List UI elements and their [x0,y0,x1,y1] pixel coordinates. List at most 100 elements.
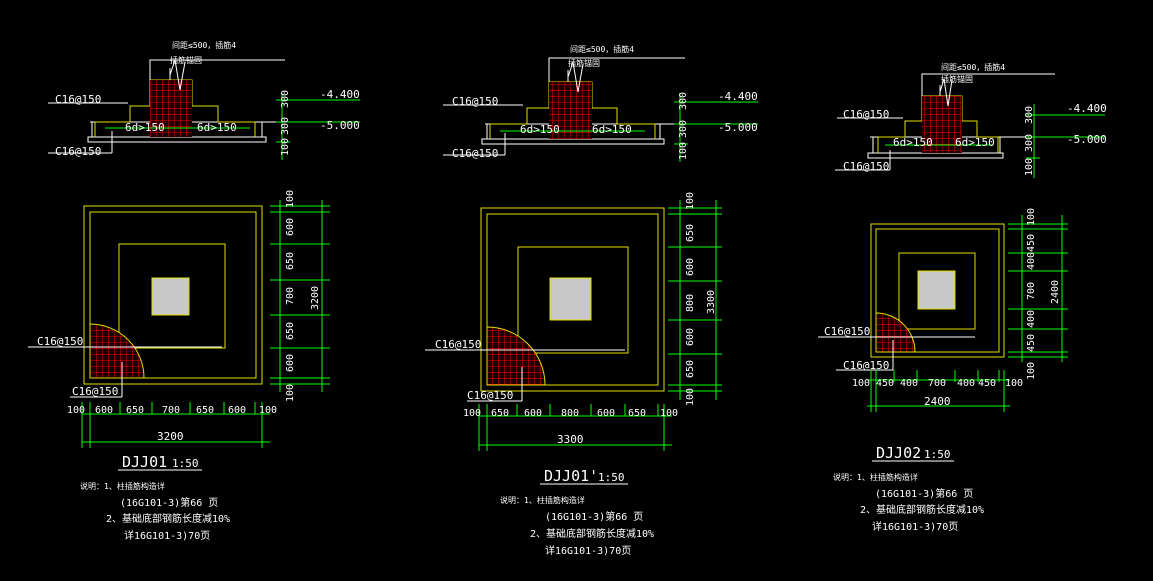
svg-text:1:50: 1:50 [598,471,625,484]
svg-text:800: 800 [561,408,579,419]
svg-text:-5.000: -5.000 [718,121,758,134]
svg-text:100: 100 [685,388,696,406]
svg-text:插筋锚固: 插筋锚固 [941,74,973,84]
section-djj02: 间距≤500，插筋4 插筋锚固 C16@150 C16@150 6d>150 6… [835,62,1107,178]
plan-rebar-hatch [486,326,546,386]
svg-text:400: 400 [1026,252,1037,270]
plan-bottom-dims: 100 600 650 700 650 600 100 [67,405,277,416]
anchor-label-left: 6d>150 [125,121,165,134]
footing-djj01: 间距≤500，插筋4 插筋锚固 C16@150 C16@150 6d>150 6… [28,40,360,542]
svg-text:2400: 2400 [1050,280,1061,304]
svg-text:100: 100 [852,378,870,389]
plan-rebar-label-2: C16@150 [72,385,118,398]
svg-text:650: 650 [685,224,696,242]
section-djj01-prime: 间距≤500，插筋4 插筋锚固 C16@150 C16@150 6d>150 6… [443,44,758,162]
svg-text:700: 700 [1026,282,1037,300]
svg-text:详16G101-3)70页: 详16G101-3)70页 [545,544,631,557]
svg-text:450: 450 [1026,334,1037,352]
plan-total-width: 3200 [157,430,184,443]
svg-text:1:50: 1:50 [924,448,951,461]
svg-text:-4.400: -4.400 [1067,102,1107,115]
svg-text:600: 600 [685,328,696,346]
plan-djj01-prime: C16@150 C16@150 100 650 600 800 600 650 … [425,192,722,451]
plan-rebar-label-1: C16@150 [37,335,83,348]
svg-text:450: 450 [1026,234,1037,252]
footing-djj02: 间距≤500，插筋4 插筋锚固 C16@150 C16@150 6d>150 6… [818,62,1107,533]
svg-text:说明：1、柱插筋构造详: 说明：1、柱插筋构造详 [500,495,585,505]
elev-dim-3: 100 [280,138,291,156]
plan-side-dims: 100 650 600 800 600 650 100 3300 [685,192,717,406]
rebar-label-top: C16@150 [55,93,101,106]
svg-text:600: 600 [285,218,296,236]
svg-text:600: 600 [95,405,113,416]
svg-text:6d>150: 6d>150 [955,136,995,149]
plan-side-dims: 100 600 650 700 650 600 100 3200 [285,190,321,402]
elev-dim-2: 300 [280,117,291,135]
svg-text:C16@150: C16@150 [452,147,498,160]
svg-text:C16@150: C16@150 [843,108,889,121]
svg-text:400: 400 [1026,310,1037,328]
svg-text:650: 650 [126,405,144,416]
column-rebar-hatch [549,82,592,139]
svg-text:700: 700 [285,287,296,305]
svg-text:100: 100 [685,192,696,210]
svg-text:C16@150: C16@150 [452,95,498,108]
svg-text:600: 600 [524,408,542,419]
elev-label-1: -4.400 [320,88,360,101]
footing-title: DJJ02 [876,444,921,462]
footing-djj01-prime: 间距≤500，插筋4 插筋锚固 C16@150 C16@150 6d>150 6… [425,44,758,557]
svg-text:插筋锚固: 插筋锚固 [568,58,600,68]
svg-text:C16@150: C16@150 [843,359,889,372]
svg-text:100: 100 [67,405,85,416]
svg-text:100: 100 [259,405,277,416]
svg-text:100: 100 [660,408,678,419]
anchor-label-right: 6d>150 [197,121,237,134]
svg-text:100: 100 [1026,208,1037,226]
svg-text:C16@150: C16@150 [435,338,481,351]
svg-text:600: 600 [285,354,296,372]
svg-text:650: 650 [285,322,296,340]
svg-text:6d>150: 6d>150 [893,136,933,149]
plan-bottom-dims: 100 650 600 800 600 650 100 [463,408,678,419]
elev-label-2: -5.000 [320,119,360,132]
note-line-4: 详16G101-3)70页 [124,529,210,542]
svg-text:100: 100 [1005,378,1023,389]
svg-text:600: 600 [685,258,696,276]
note-line-3: 2、基础底部钢筋长度减10% [106,512,230,525]
plan-side-dims: 100 450 400 700 400 450 100 2400 [1026,208,1061,380]
plan-rebar-hatch [89,323,145,379]
svg-text:450: 450 [876,378,894,389]
svg-text:3200: 3200 [310,286,321,310]
svg-text:450: 450 [978,378,996,389]
svg-text:100: 100 [285,190,296,208]
plan-rebar-hatch [875,312,916,353]
note-line-1: 说明：1、柱插筋构造详 [80,481,165,491]
section-note-2: 插筋锚固 [170,55,202,65]
svg-text:6d>150: 6d>150 [592,123,632,136]
svg-text:C16@150: C16@150 [467,389,513,402]
elev-dim-1: 300 [280,90,291,108]
svg-text:(16G101-3)第66 页: (16G101-3)第66 页 [545,510,643,523]
svg-text:-4.400: -4.400 [718,90,758,103]
footing-scale: 1:50 [172,457,199,470]
svg-text:650: 650 [491,408,509,419]
plan-bottom-dims: 100 450 400 700 400 450 100 [852,378,1023,389]
column-section [917,270,956,310]
svg-text:650: 650 [628,408,646,419]
rebar-label-bottom: C16@150 [55,145,101,158]
svg-text:700: 700 [928,378,946,389]
column-section [549,277,592,321]
svg-text:300: 300 [1024,134,1035,152]
svg-text:400: 400 [900,378,918,389]
svg-text:2、基础底部钢筋长度减10%: 2、基础底部钢筋长度减10% [530,527,654,540]
svg-text:300: 300 [1024,106,1035,124]
svg-text:详16G101-3)70页: 详16G101-3)70页 [872,520,958,533]
svg-text:100: 100 [1026,362,1037,380]
column-section [151,277,190,316]
svg-text:(16G101-3)第66 页: (16G101-3)第66 页 [875,487,973,500]
svg-text:100: 100 [463,408,481,419]
svg-text:C16@150: C16@150 [824,325,870,338]
note-line-2: (16G101-3)第66 页 [120,496,218,509]
